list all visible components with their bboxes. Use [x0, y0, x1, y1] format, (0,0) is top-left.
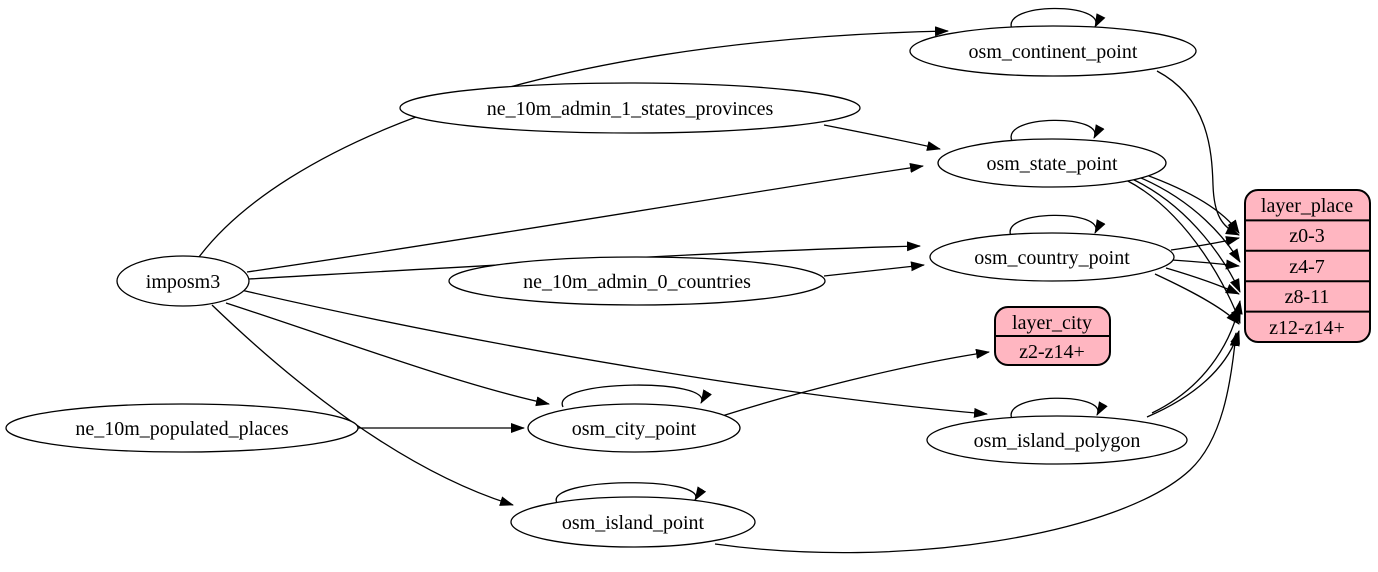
record-layer-place-row-z12-z14: z12-z14+ [1269, 317, 1345, 339]
record-layer-city: layer_city z2-z14+ [994, 306, 1111, 366]
edge-self-loop-osm-city-point [561, 384, 712, 408]
edge-osm-continent-point-to-layer-place-z0-3 [1156, 70, 1240, 236]
node-osm-island-point: osm_island_point [510, 496, 756, 548]
edge-osm-island-point-to-layer-place-z12-z14 [714, 332, 1240, 554]
edge-osm-country-point-to-layer-place-z0-3 [1170, 236, 1240, 251]
edge-self-loop-osm-island-point [555, 482, 707, 504]
node-osm-state-point-shape [937, 138, 1167, 188]
edge-osm-city-point-to-layer-city-z2-z14 [721, 348, 990, 417]
edge-self-loop-osm-island-polygon [1010, 397, 1108, 420]
node-osm-island-polygon-shape [926, 415, 1188, 465]
node-ne-10m-admin-0-countries: ne_10m_admin_0_countries [448, 256, 826, 306]
node-osm-island-polygon-label: osm_island_polygon [974, 430, 1141, 452]
node-osm-island-point-label: osm_island_point [562, 512, 705, 534]
node-ne-10m-populated-places-shape [5, 403, 359, 453]
record-layer-place-row-z0-3: z0-3 [1289, 225, 1325, 247]
node-osm-island-point-shape [510, 496, 756, 548]
edge-imposm3-to-osm-island-point [211, 304, 514, 506]
node-osm-state-point-label: osm_state_point [986, 153, 1118, 175]
edge-imposm3-to-osm-island-polygon [240, 289, 988, 418]
node-osm-city-point-label: osm_city_point [572, 418, 697, 440]
record-layer-place-row-z8-11: z8-11 [1285, 286, 1330, 308]
node-ne-10m-populated-places-label: ne_10m_populated_places [75, 418, 288, 440]
node-osm-country-point: osm_country_point [929, 232, 1175, 282]
node-imposm3-shape [116, 255, 250, 307]
edge-imposm3-to-osm-state-point [246, 162, 924, 273]
node-ne-10m-populated-places: ne_10m_populated_places [5, 403, 359, 453]
edge-osm-country-point-to-layer-place-z12-z14 [1154, 273, 1240, 325]
nodes: imposm3 ne_10m_admin_1_states_provinces … [5, 25, 1197, 548]
record-layer-city-title: layer_city [1012, 312, 1092, 334]
node-imposm3-label: imposm3 [146, 271, 220, 293]
edge-imposm3-to-osm-continent-point [198, 26, 949, 258]
node-osm-continent-point: osm_continent_point [909, 25, 1197, 77]
node-ne-10m-admin-0-shape [448, 256, 826, 306]
edge-osm-state-point-to-layer-place-z4-7 [1133, 174, 1241, 263]
node-osm-city-point-shape [527, 403, 741, 453]
edge-self-loop-osm-country-point [1009, 214, 1106, 237]
record-layer-place-title: layer_place [1261, 195, 1353, 217]
edge-osm-country-point-to-layer-place-z4-7 [1171, 259, 1240, 270]
edge-self-loop-osm-state-point [1010, 119, 1105, 142]
node-osm-island-polygon: osm_island_polygon [926, 415, 1188, 465]
node-ne-10m-admin-0-label: ne_10m_admin_0_countries [523, 271, 751, 293]
edge-osm-island-polygon-to-layer-place-z8-11 [1151, 300, 1243, 414]
node-osm-country-point-label: osm_country_point [974, 247, 1130, 269]
node-ne-10m-admin-1-label: ne_10m_admin_1_states_provinces [487, 98, 774, 120]
record-layer-city-row-z2-z14: z2-z14+ [1019, 341, 1085, 363]
node-ne-10m-admin-1-states-provinces: ne_10m_admin_1_states_provinces [399, 82, 861, 134]
node-osm-continent-point-shape [909, 25, 1197, 77]
node-osm-country-point-shape [929, 232, 1175, 282]
edge-imposm3-to-osm-city-point [225, 302, 550, 407]
record-layer-place: layer_place z0-3 z4-7 z8-11 z12-z14+ [1244, 189, 1371, 343]
edge-osm-state-point-to-layer-place-z8-11 [1129, 177, 1241, 293]
edges [198, 7, 1243, 554]
edge-osm-state-point-to-layer-place-z0-3 [1137, 171, 1240, 234]
edge-ne-10m-admin-0-to-osm-country-point [823, 261, 925, 277]
edge-ne-10m-admin-1-to-osm-state-point [823, 124, 941, 151]
record-layer-place-row-z4-7: z4-7 [1289, 256, 1325, 278]
node-ne-10m-admin-1-shape [399, 82, 861, 134]
edge-osm-country-point-to-layer-place-z8-11 [1165, 267, 1240, 295]
node-osm-city-point: osm_city_point [527, 403, 741, 453]
node-osm-state-point: osm_state_point [937, 138, 1167, 188]
node-osm-continent-point-label: osm_continent_point [969, 41, 1138, 63]
edge-self-loop-osm-continent-point [1010, 7, 1106, 30]
node-imposm3: imposm3 [116, 255, 250, 307]
record-layer-place-box [1244, 189, 1371, 343]
